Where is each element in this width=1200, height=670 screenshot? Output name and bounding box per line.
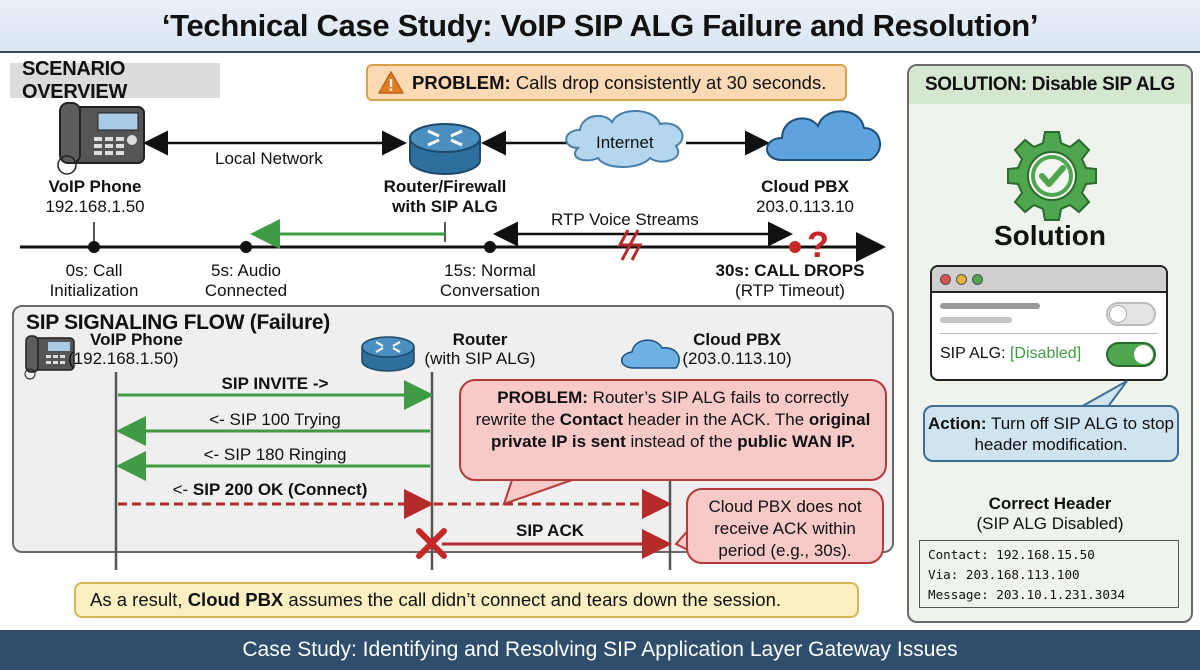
- network-diagram: ?: [20, 102, 886, 265]
- router-icon: [361, 336, 415, 372]
- broken-link-icon: [617, 229, 643, 261]
- window-close-dot[interactable]: [940, 273, 951, 285]
- sig-endpoint-cloud-pbx: Cloud PBX(203.0.113.10): [682, 330, 792, 368]
- desk-phone-icon: [24, 335, 75, 380]
- router-icon: [409, 123, 481, 175]
- settings-window: SIP ALG: [Disabled]: [930, 265, 1168, 381]
- sip-message-invite: SIP INVITE ->: [221, 374, 329, 393]
- signaling-diagram: [24, 335, 693, 570]
- question-mark-icon: ?: [807, 224, 829, 265]
- svg-text:?: ?: [807, 224, 829, 265]
- warning-triangle-icon: [378, 71, 404, 94]
- pbx-timeout-callout: Cloud PBX does not receive ACK within pe…: [686, 488, 884, 564]
- link-internet-label: Internet: [596, 133, 654, 152]
- page-title: ‘Technical Case Study: VoIP SIP ALG Fail…: [161, 7, 1039, 43]
- window-maximize-dot[interactable]: [972, 273, 983, 285]
- cloud-pbx-icon: [766, 110, 881, 161]
- header-line-message: Message: 203.10.1.231.3034: [928, 587, 1126, 602]
- solution-heading: Solution: [994, 220, 1106, 251]
- problem-banner: PROBLEM: Calls drop consistently at 30 s…: [366, 64, 847, 101]
- correct-header-title: Correct Header: [988, 494, 1112, 513]
- cloud-icon: [621, 339, 680, 369]
- problem-banner-text: Calls drop consistently at 30 seconds.: [515, 71, 827, 93]
- correct-header-subtitle: (SIP ALG Disabled): [976, 514, 1124, 533]
- placeholder-line: [940, 303, 1040, 309]
- sip-alg-toggle[interactable]: [1106, 342, 1156, 367]
- solution-header: SOLUTION: Disable SIP ALG: [909, 66, 1191, 104]
- sip-message-trying: <- SIP 100 Trying: [209, 410, 341, 429]
- divider: [940, 333, 1158, 334]
- solution-panel: SOLUTION: Disable SIP ALG Solution SIP A…: [907, 64, 1193, 623]
- footer-caption: Case Study: Identifying and Resolving SI…: [0, 630, 1200, 670]
- timeline-event-call-drop: 30s: CALL DROPS(RTP Timeout): [715, 261, 865, 300]
- sip-alg-setting: SIP ALG: [Disabled]: [940, 345, 1082, 362]
- action-callout: Action: Turn off SIP ALG to stop header …: [923, 405, 1179, 462]
- correct-header-box: Contact: 192.168.15.50 Via: 203.168.113.…: [919, 540, 1179, 608]
- problem-callout: PROBLEM: Router’s SIP ALG fails to corre…: [459, 379, 887, 481]
- signaling-title: SIP SIGNALING FLOW (Failure): [26, 311, 330, 334]
- sip-message-200-ok: <- SIP 200 OK (Connect): [172, 480, 368, 499]
- window-minimize-dot[interactable]: [956, 273, 967, 285]
- failure-x-icon: [416, 528, 447, 559]
- generic-toggle-off[interactable]: [1106, 302, 1156, 326]
- link-rtp-label: RTP Voice Streams: [551, 210, 699, 229]
- header-line-contact: Contact: 192.168.15.50: [928, 547, 1095, 562]
- scenario-section-label: SCENARIO OVERVIEW: [10, 58, 220, 103]
- problem-banner-label: PROBLEM:: [412, 71, 511, 93]
- sip-message-ack: SIP ACK: [515, 521, 585, 540]
- title-bar: ‘Technical Case Study: VoIP SIP ALG Fail…: [0, 0, 1200, 53]
- sig-endpoint-router: Router(with SIP ALG): [424, 330, 536, 368]
- gear-check-icon: [1007, 131, 1097, 221]
- placeholder-line: [940, 317, 1012, 323]
- sig-endpoint-phone: VoIP Phone(192.168.1.50): [68, 330, 183, 368]
- header-line-via: Via: 203.168.113.100: [928, 567, 1080, 582]
- result-note: As a result, Cloud PBX assumes the call …: [74, 582, 859, 618]
- cloud-icon: [565, 109, 684, 168]
- window-titlebar: [932, 267, 1166, 293]
- desk-phone-icon: [57, 102, 145, 175]
- sip-message-ringing: <- SIP 180 Ringing: [203, 445, 347, 464]
- link-local-network-label: Local Network: [215, 149, 323, 168]
